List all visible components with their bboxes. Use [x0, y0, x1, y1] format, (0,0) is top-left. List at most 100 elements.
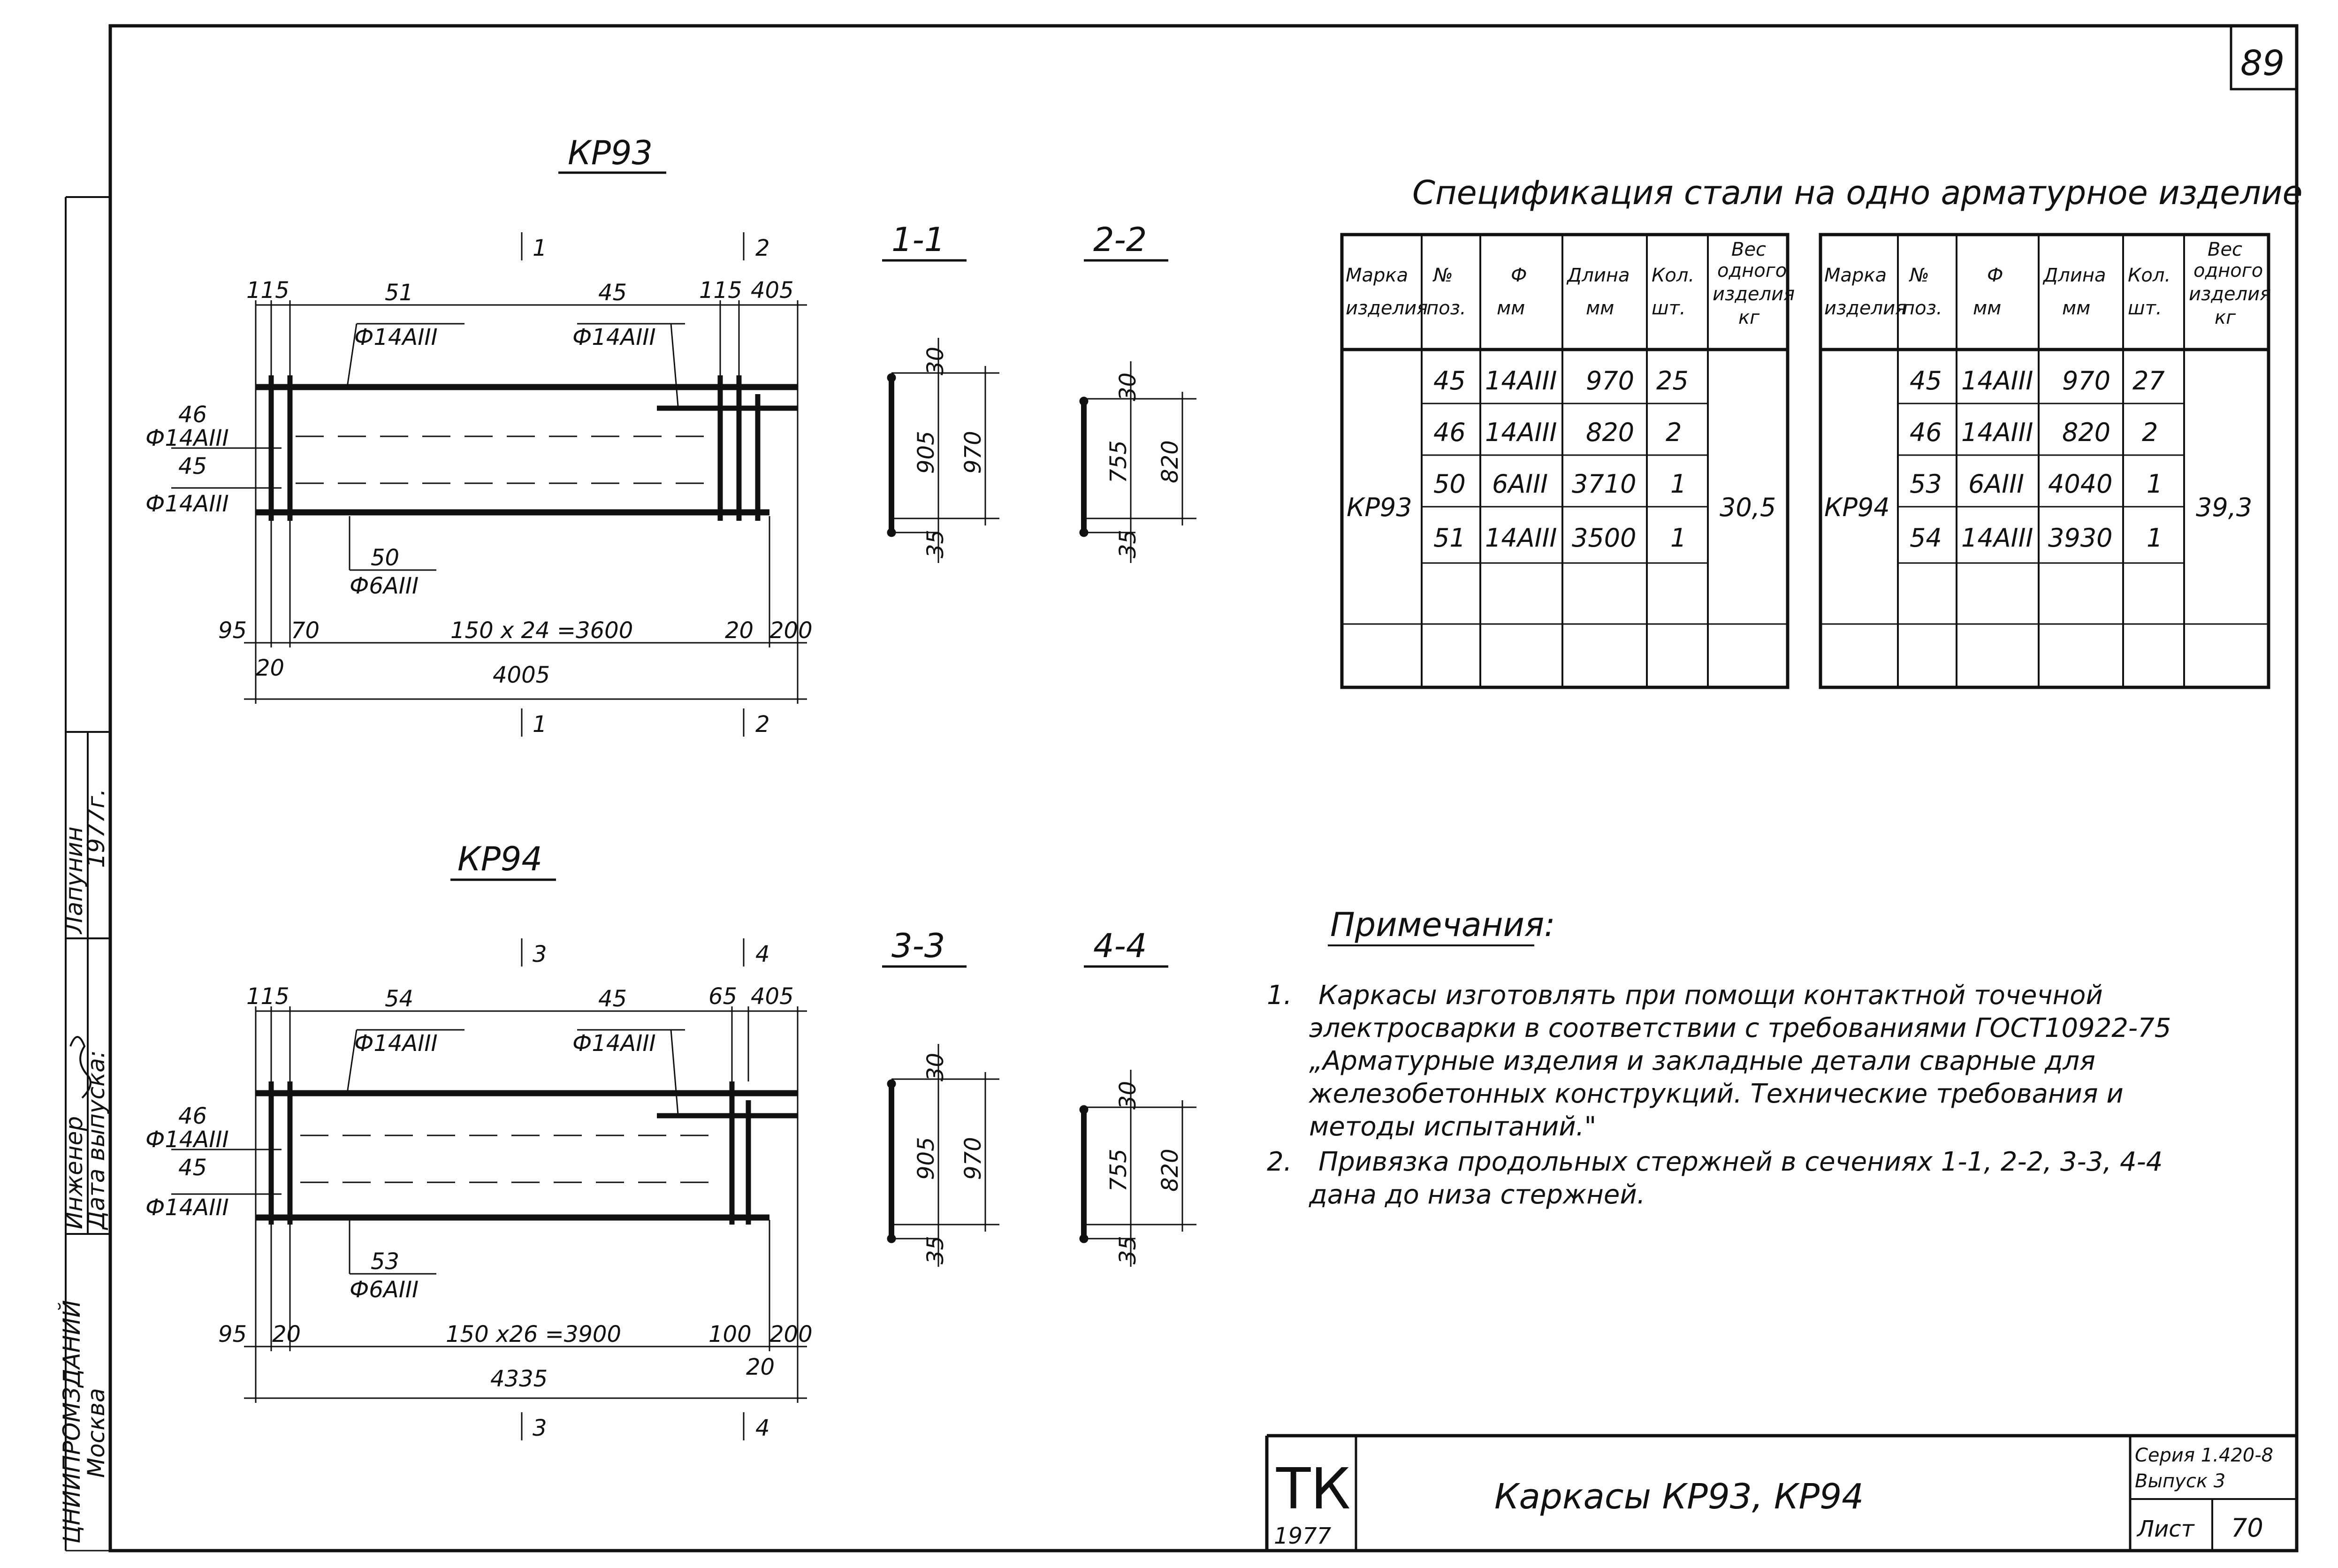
title-issue: Выпуск 3	[2135, 1470, 2225, 1492]
kr94-bars	[256, 1081, 798, 1225]
title-year: 1977	[1274, 1523, 1332, 1549]
kr93-dim-20-left: 20	[256, 655, 284, 681]
title-series: Серия 1.420-8	[2135, 1445, 2273, 1466]
kr93-drawing: КР93	[145, 134, 813, 738]
spec-a-row-2-pos: 46	[1433, 418, 1466, 447]
kr93-sec-2-top: 2	[755, 235, 770, 261]
section-1-1-outer: 970	[960, 431, 986, 474]
spec-b-row-4-len: 3930	[2048, 523, 2112, 553]
kr94-dim-65: 65	[708, 983, 737, 1010]
kr94-sec-4-top: 4	[755, 941, 770, 967]
kr93-sec-2-bottom: 2	[755, 711, 770, 738]
spec-b-row-4-pos: 54	[1910, 523, 1942, 553]
spec-a-row-3-pos: 50	[1433, 469, 1466, 499]
section-3-3: 3-3 30 905 970 35	[882, 927, 999, 1267]
kr93-dim-95: 95	[218, 617, 247, 644]
title-org: ТК	[1276, 1457, 1351, 1522]
spec-a-head-pos-1: №	[1432, 265, 1453, 286]
section-4-4-outer: 820	[1157, 1149, 1183, 1192]
kr93-sec-1-top: 1	[533, 235, 547, 261]
section-4-4-bottom: 35	[1115, 1236, 1141, 1264]
kr93-callout-45b-dia: Ф14АIII	[145, 491, 229, 517]
kr94-sec-4-bottom: 4	[755, 1415, 770, 1441]
kr93-dim-total: 4005	[493, 662, 550, 688]
spec-b-head-wt-1: Вес	[2208, 239, 2242, 260]
spec-a-head-wt-2: одного	[1717, 260, 1787, 282]
section-2-2-bottom: 35	[1115, 530, 1141, 558]
spec-b-head-pos-2: поз.	[1903, 297, 1942, 319]
kr93-callout-46-dia: Ф14АIII	[145, 425, 229, 451]
spec-a-head-qty-2: шт.	[1652, 297, 1686, 319]
spec-b-head-wt-3: изделия	[2189, 283, 2271, 305]
kr94-dim-405: 405	[751, 983, 794, 1010]
spec-b-row-1-len: 970	[2062, 366, 2110, 396]
spec-a-head-mark-2: изделия	[1346, 297, 1428, 319]
note-2-num: 2.	[1267, 1147, 1292, 1177]
kr94-callout-46-num: 46	[178, 1103, 207, 1129]
spec-a-head-dia-2: мм	[1497, 297, 1525, 319]
spec-a-row-4-dia: 14АIII	[1485, 523, 1557, 553]
spec-a-row-1-qty: 25	[1656, 366, 1689, 396]
note-1-line-1: Каркасы изготовлять при помощи контактно…	[1318, 980, 2103, 1011]
spec-b-row-3-dia: 6АIII	[1968, 469, 2024, 499]
kr94-dim-total: 4335	[490, 1366, 548, 1392]
spec-b-row-1-qty: 27	[2132, 366, 2165, 396]
title-sheet-label: Лист	[2136, 1516, 2195, 1542]
section-4-4-inner: 755	[1105, 1149, 1132, 1192]
section-4-4-top: 30	[1115, 1081, 1141, 1110]
kr93-dim-20-right: 20	[725, 617, 754, 644]
spec-a-row-3-dia: 6АIII	[1492, 469, 1548, 499]
side-city: Москва	[83, 1388, 110, 1478]
side-name: Лапунин	[61, 827, 88, 935]
side-role: Инженер	[61, 1116, 88, 1229]
title-block: ТК 1977 Каркасы КР93, КР94 Серия 1.420-8…	[1265, 1434, 2297, 1551]
kr94-dim-200: 200	[769, 1321, 813, 1347]
kr94-callout-53-num: 53	[371, 1248, 399, 1275]
spec-a-row-3-qty: 1	[1670, 469, 1686, 499]
section-1-1-inner: 905	[913, 431, 939, 474]
kr93-callout-46-num: 46	[178, 402, 207, 428]
section-2-2-label: 2-2	[1093, 221, 1147, 259]
title-name: Каркасы КР93, КР94	[1494, 1477, 1864, 1517]
section-3-3-label: 3-3	[891, 927, 945, 965]
sheet-number: 89	[2240, 43, 2285, 84]
kr93-dim-spacing: 150 x 24 =3600	[450, 617, 633, 644]
side-stamp	[65, 196, 110, 1551]
kr94-dim-100: 100	[708, 1321, 752, 1347]
note-2-line-2: дана до низа стержней.	[1309, 1180, 1645, 1210]
section-1-1-bottom: 35	[922, 530, 949, 558]
spec-b-row-4-dia: 14АIII	[1961, 523, 2033, 553]
spec-b-row-1-dia: 14АIII	[1961, 366, 2033, 396]
kr94-callout-45b-dia: Ф14АIII	[145, 1195, 229, 1221]
spec-table-kr93: Марка изделия № поз. Ф мм Длина мм Кол. …	[1340, 233, 1795, 689]
spec-b-head-wt-2: одного	[2193, 260, 2263, 282]
kr94-dimension-lines	[171, 938, 807, 1440]
kr94-drawing: КР94	[145, 840, 813, 1441]
kr93-callout-45b-num: 45	[178, 453, 207, 480]
kr94-callout-45-dia: Ф14АIII	[572, 1030, 656, 1057]
spec-b-weight: 39,3	[2196, 493, 2252, 522]
section-3-3-bottom: 35	[922, 1236, 949, 1264]
spec-b-row-3-len: 4040	[2048, 469, 2112, 499]
sheet-frame	[66, 24, 2299, 1553]
spec-b-head-qty-1: Кол.	[2128, 265, 2170, 286]
kr93-callout-51-dia: Ф14АIII	[354, 324, 438, 350]
kr94-callout-54-dia: Ф14АIII	[354, 1030, 438, 1057]
spec-a-row-2-qty: 2	[1666, 418, 1682, 447]
kr93-callout-51-num: 51	[385, 280, 413, 306]
note-2-line-1: Привязка продольных стержней в сечениях …	[1318, 1147, 2163, 1177]
kr93-callout-50-dia: Ф6АIII	[350, 573, 419, 599]
note-1-num: 1.	[1267, 980, 1292, 1011]
section-2-2-outer: 820	[1157, 440, 1183, 483]
spec-b-head-mark-1: Марка	[1824, 265, 1887, 286]
kr94-callout-45b-num: 45	[178, 1155, 207, 1181]
spec-b-head-dia-1: Ф	[1987, 265, 2003, 286]
spec-a-head-mark-1: Марка	[1346, 265, 1408, 286]
side-year: 1977г.	[83, 789, 110, 868]
kr93-sec-1-bottom: 1	[533, 711, 547, 738]
note-1-line-3: „Арматурные изделия и закладные детали с…	[1309, 1046, 2095, 1076]
spec-a-head-dia-1: Ф	[1511, 265, 1527, 286]
spec-a-head-wt-1: Вес	[1731, 239, 1766, 260]
spec-b-row-3-pos: 53	[1910, 469, 1942, 499]
